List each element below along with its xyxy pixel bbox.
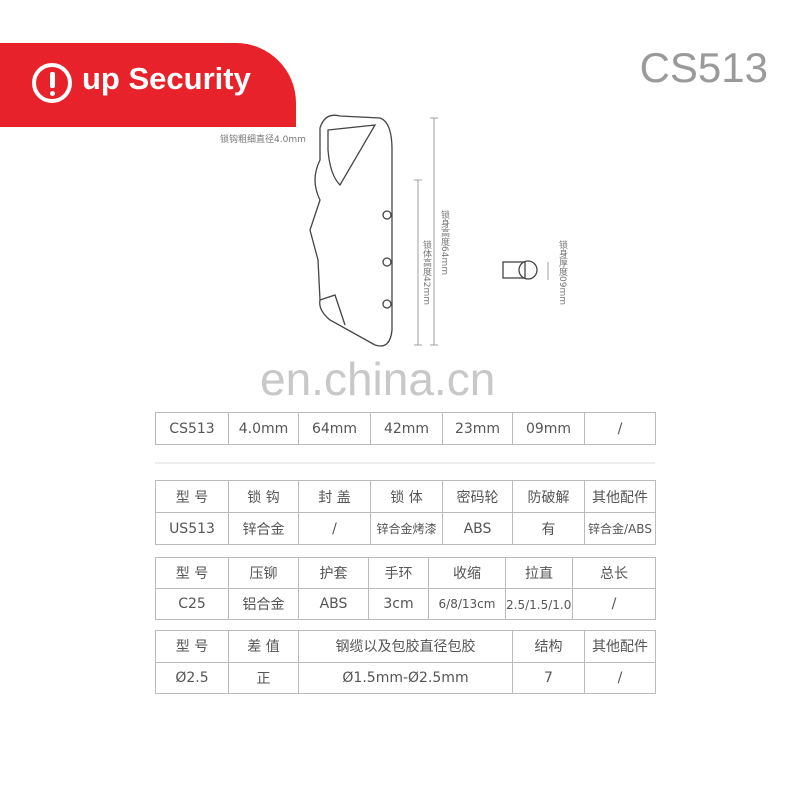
header-cell: 其他配件 [584, 480, 656, 513]
header-cell: 锁 钩 [228, 480, 299, 513]
header-cell: 差 值 [228, 630, 299, 663]
cell: 铝合金 [228, 588, 299, 620]
cell: Ø2.5 [155, 661, 229, 694]
cell: ABS [298, 588, 369, 620]
header-cell: 压铆 [228, 557, 299, 589]
cell: / [572, 588, 656, 620]
cell: 正 [228, 661, 299, 694]
header-cell: 收缩 [428, 557, 506, 589]
cell: 2.5/1.5/1.0米 [505, 588, 573, 620]
header-cell: 封 盖 [298, 480, 371, 513]
cell: 42mm [370, 412, 443, 445]
cell: 锌合金/ABS [584, 512, 656, 545]
header-cell: 型 号 [155, 480, 229, 513]
lock-body-height-label: 锁体高度42mm [421, 240, 431, 305]
lock-drawing [309, 114, 549, 347]
cell: C25 [155, 588, 229, 620]
header-row: 型 号压铆护套手环收缩拉直总长 [155, 557, 656, 589]
header-cell: 拉直 [505, 557, 573, 589]
cell: CS513 [155, 412, 229, 445]
cell: 64mm [298, 412, 371, 445]
body-height-label: 锁身高度64mm [439, 210, 449, 275]
model-number: CS513 [639, 44, 768, 91]
header-cell: 锁 体 [370, 480, 443, 513]
divider [155, 462, 655, 464]
cell: 4.0mm [228, 412, 299, 445]
cell: Ø1.5mm-Ø2.5mm [298, 661, 513, 694]
cell: 09mm [512, 412, 585, 445]
header-cell: 钢缆以及包胶直径包胶 [298, 630, 513, 663]
header-cell: 护套 [298, 557, 369, 589]
logo-icon [32, 63, 72, 103]
header-cell: 密码轮 [442, 480, 513, 513]
brand-banner: up Security [0, 43, 296, 127]
hook-diameter-label: 锁钩粗细直径4.0mm [220, 135, 306, 145]
cell: / [584, 661, 656, 694]
header-row: 型 号锁 钩封 盖锁 体密码轮防破解其他配件 [155, 480, 656, 513]
header-cell: 型 号 [155, 630, 229, 663]
cell: 7 [512, 661, 585, 694]
cell: 有 [512, 512, 585, 545]
header-cell: 防破解 [512, 480, 585, 513]
cell: ABS [442, 512, 513, 545]
header-row: 型 号差 值钢缆以及包胶直径包胶结构其他配件 [155, 630, 656, 663]
cell: 锌合金 [228, 512, 299, 545]
brand-name: up Security [82, 61, 251, 96]
header-cell: 型 号 [155, 557, 229, 589]
watermark: en.china.cn [260, 353, 496, 405]
header-cell: 结构 [512, 630, 585, 663]
header-cell: 总长 [572, 557, 656, 589]
cell: / [584, 412, 656, 445]
header-cell: 其他配件 [584, 630, 656, 663]
cell: 锌合金烤漆 [370, 512, 443, 545]
thickness-label: 锁身厚度09mm [557, 240, 567, 305]
cell: US513 [155, 512, 229, 545]
header-cell: 手环 [368, 557, 429, 589]
cell: 6/8/13cm [428, 588, 506, 620]
cell: 3cm [368, 588, 429, 620]
cell: / [298, 512, 371, 545]
cell: 23mm [442, 412, 513, 445]
